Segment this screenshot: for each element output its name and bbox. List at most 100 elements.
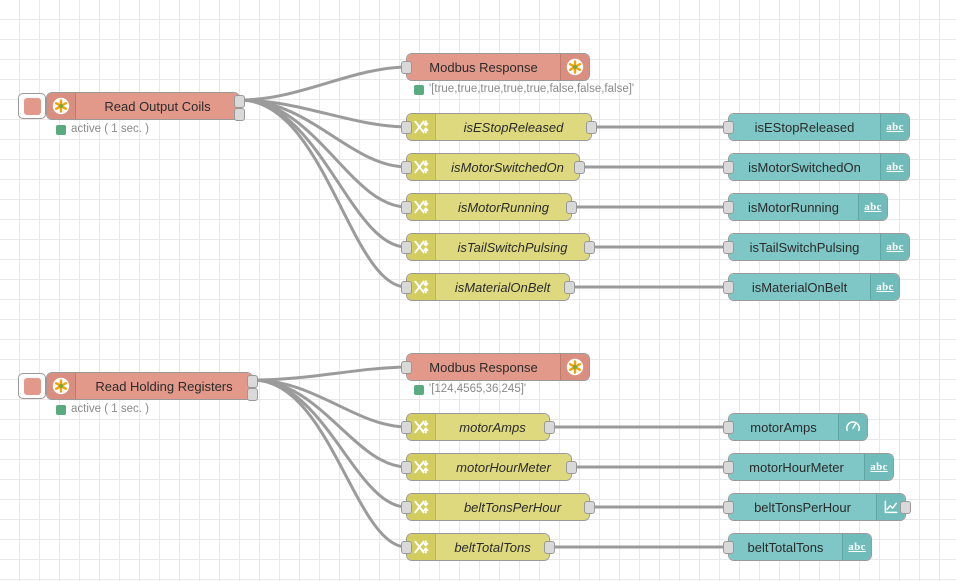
node-function-ismotorswitchedon[interactable]: isMotorSwitchedOn	[401, 153, 585, 181]
node-ui-motorhourmeter[interactable]: motorHourMeter abc	[723, 453, 894, 481]
input-port[interactable]	[723, 281, 734, 294]
status-label: active ( 1 sec. )	[71, 123, 149, 135]
input-port[interactable]	[401, 461, 412, 474]
chart-icon	[876, 494, 905, 520]
input-port[interactable]	[401, 61, 412, 74]
node-function-ismaterialonbelt[interactable]: isMaterialOnBelt	[401, 273, 575, 301]
node-ui-ismaterialonbelt[interactable]: isMaterialOnBelt abc	[723, 273, 900, 301]
wire	[251, 378, 408, 429]
status-read-output-coils: active ( 1 sec. )	[56, 123, 149, 136]
input-port[interactable]	[401, 241, 412, 254]
input-port[interactable]	[401, 421, 412, 434]
node-function-ismotorrunning[interactable]: isMotorRunning	[401, 193, 577, 221]
output-port[interactable]	[586, 121, 597, 134]
node-label: Read Holding Registers	[95, 378, 233, 394]
input-port[interactable]	[401, 201, 412, 214]
node-read-output-coils[interactable]: Read Output Coils	[46, 92, 245, 121]
node-ui-belttonsperhour[interactable]: beltTonsPerHour	[723, 493, 911, 521]
modbus-icon	[560, 354, 589, 380]
node-label: beltTonsPerHour	[754, 499, 851, 515]
node-label: isEStopReleased	[754, 119, 855, 135]
output-port[interactable]	[574, 161, 585, 174]
node-function-isestopreleased[interactable]: isEStopReleased	[401, 113, 597, 141]
input-port[interactable]	[401, 161, 412, 174]
node-ui-isestopreleased[interactable]: isEStopReleased abc	[723, 113, 910, 141]
output-port[interactable]	[544, 421, 555, 434]
input-port[interactable]	[401, 281, 412, 294]
output-port[interactable]	[584, 241, 595, 254]
node-ui-motoramps[interactable]: motorAmps	[723, 413, 868, 441]
node-label: Modbus Response	[429, 359, 538, 375]
node-ui-belttotaltons[interactable]: beltTotalTons abc	[723, 533, 872, 561]
wire	[238, 98, 408, 129]
output-port[interactable]	[247, 375, 258, 388]
inject-button-read-output-coils[interactable]	[18, 93, 46, 119]
input-port[interactable]	[723, 421, 734, 434]
abc-icon: abc	[864, 454, 893, 480]
abc-icon: abc	[870, 274, 899, 300]
inject-swatch	[23, 97, 41, 115]
node-label: isTailSwitchPulsing	[457, 239, 568, 255]
output-port[interactable]	[566, 461, 577, 474]
change-icon	[407, 234, 436, 260]
input-port[interactable]	[723, 241, 734, 254]
inject-button-read-holding-registers[interactable]	[18, 373, 46, 399]
input-port[interactable]	[723, 541, 734, 554]
output-port-secondary[interactable]	[234, 108, 245, 121]
modbus-icon	[560, 54, 589, 80]
status-dot	[414, 384, 424, 395]
node-label: Modbus Response	[429, 59, 538, 75]
node-label: isMaterialOnBelt	[751, 279, 848, 295]
node-label: isMotorRunning	[457, 199, 550, 215]
input-port[interactable]	[723, 201, 734, 214]
node-function-belttotaltons[interactable]: beltTotalTons	[401, 533, 555, 561]
node-modbus-response-registers[interactable]: Modbus Response	[401, 353, 590, 381]
input-port[interactable]	[401, 121, 412, 134]
output-port[interactable]	[544, 541, 555, 554]
node-function-motoramps[interactable]: motorAmps	[401, 413, 555, 441]
node-ui-ismotorrunning[interactable]: isMotorRunning abc	[723, 193, 888, 221]
node-modbus-response-coils[interactable]: Modbus Response	[401, 53, 590, 81]
node-function-motorhourmeter[interactable]: motorHourMeter	[401, 453, 577, 481]
output-port[interactable]	[234, 95, 245, 108]
abc-icon: abc	[858, 194, 887, 220]
node-read-holding-registers[interactable]: Read Holding Registers	[46, 372, 258, 401]
modbus-icon	[47, 373, 76, 399]
output-port[interactable]	[900, 501, 911, 514]
input-port[interactable]	[401, 501, 412, 514]
node-function-belttonsperhour[interactable]: beltTonsPerHour	[401, 493, 595, 521]
node-label: isMotorSwitchedOn	[451, 159, 564, 175]
node-ui-istailswitchpulsing[interactable]: isTailSwitchPulsing abc	[723, 233, 910, 261]
wire	[238, 98, 408, 169]
node-function-istailswitchpulsing[interactable]: isTailSwitchPulsing	[401, 233, 595, 261]
inject-swatch	[23, 377, 41, 395]
output-port[interactable]	[564, 281, 575, 294]
wire	[238, 65, 408, 102]
node-label: beltTotalTons	[454, 539, 531, 555]
output-port[interactable]	[584, 501, 595, 514]
node-label: motorHourMeter	[456, 459, 551, 475]
node-label: beltTotalTons	[747, 539, 824, 555]
status-modbus-response-coils: '[true,true,true,true,true,false,false,f…	[414, 83, 634, 96]
input-port[interactable]	[723, 501, 734, 514]
node-label: isEStopReleased	[463, 119, 564, 135]
node-ui-ismotorswitchedon[interactable]: isMotorSwitchedOn abc	[723, 153, 910, 181]
node-label: motorHourMeter	[749, 459, 844, 475]
input-port[interactable]	[401, 361, 412, 374]
wire	[238, 98, 408, 209]
change-icon	[407, 114, 436, 140]
input-port[interactable]	[723, 161, 734, 174]
wire	[251, 378, 408, 509]
status-dot	[56, 404, 66, 415]
status-dot	[414, 84, 424, 95]
modbus-icon	[47, 93, 76, 119]
input-port[interactable]	[723, 121, 734, 134]
node-label: motorAmps	[459, 419, 526, 435]
input-port[interactable]	[723, 461, 734, 474]
node-label: isMotorRunning	[747, 199, 840, 215]
status-label: '[124,4565,36,245]'	[429, 383, 527, 395]
output-port-secondary[interactable]	[247, 388, 258, 401]
output-port[interactable]	[566, 201, 577, 214]
input-port[interactable]	[401, 541, 412, 554]
